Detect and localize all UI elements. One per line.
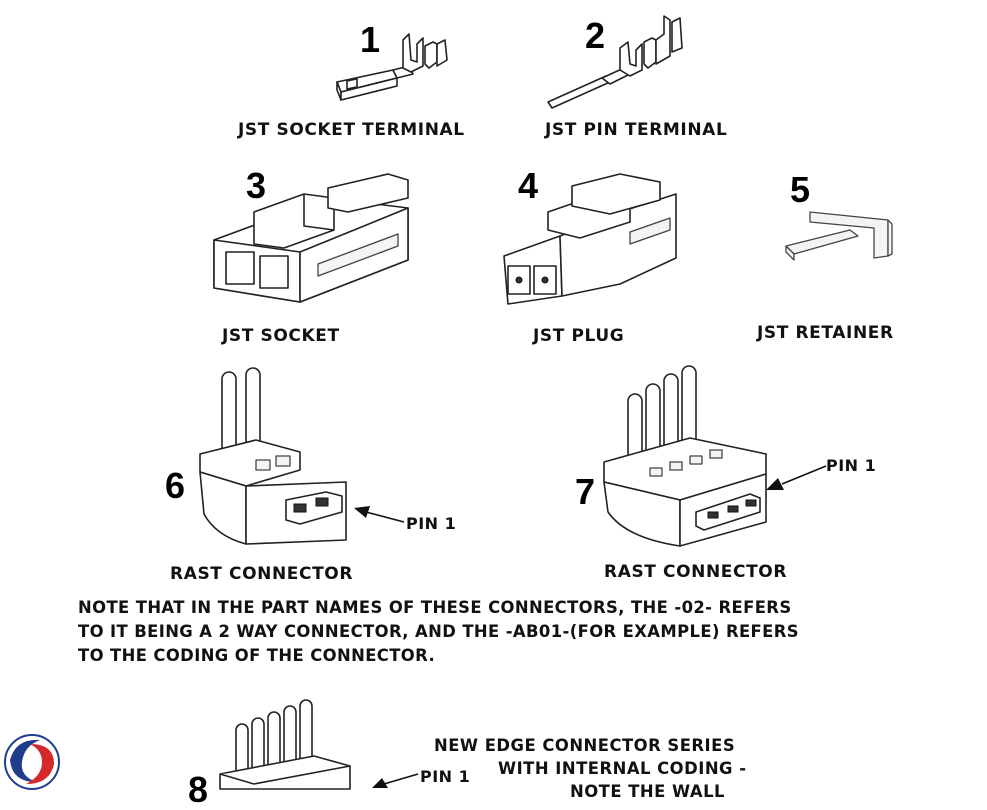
edge-connector-drawing bbox=[214, 696, 354, 789]
part-6-number: 6 bbox=[165, 465, 186, 506]
part-6-label: RAST CONNECTOR bbox=[170, 564, 354, 584]
part-3-label: JST SOCKET bbox=[222, 326, 340, 346]
part-6-pin1-label: PIN 1 bbox=[406, 514, 457, 533]
jst-retainer-drawing bbox=[780, 196, 900, 266]
part-3-number: 3 bbox=[246, 165, 267, 206]
jst-socket-terminal-drawing bbox=[333, 30, 453, 108]
edge-note-line-2: WITH INTERNAL CODING - bbox=[498, 759, 747, 778]
part-4-label: JST PLUG bbox=[533, 326, 625, 346]
part-7-label: RAST CONNECTOR bbox=[604, 562, 788, 582]
part-1-number: 1 bbox=[360, 19, 381, 60]
edge-note-line-3: NOTE THE WALL bbox=[570, 782, 725, 801]
pin1-arrow-icon bbox=[372, 770, 420, 788]
part-7-number: 7 bbox=[575, 471, 596, 512]
connector-diagram-page: 1 JST SOCKET TERMINAL 2 JST PIN TERMINAL… bbox=[0, 0, 958, 808]
note-line-1: NOTE THAT IN THE PART NAMES OF THESE CON… bbox=[78, 598, 792, 617]
part-5-label: JST RETAINER bbox=[757, 323, 894, 343]
jst-plug-drawing bbox=[500, 172, 690, 312]
part-5-number: 5 bbox=[790, 169, 811, 210]
part-2-label: JST PIN TERMINAL bbox=[545, 120, 728, 140]
pin1-arrow-icon bbox=[766, 460, 828, 490]
pin1-arrow-icon bbox=[354, 506, 406, 530]
part-4-number: 4 bbox=[518, 165, 539, 206]
swirl-logo-icon bbox=[2, 730, 62, 789]
note-line-2: TO IT BEING A 2 WAY CONNECTOR, AND THE -… bbox=[78, 622, 799, 641]
part-2-number: 2 bbox=[585, 15, 606, 56]
rast-connector-4pin-drawing bbox=[600, 362, 780, 552]
rast-connector-2pin-drawing bbox=[196, 364, 366, 556]
part-8-pin1-label: PIN 1 bbox=[420, 767, 471, 786]
edge-note-line-1: NEW EDGE CONNECTOR SERIES bbox=[434, 736, 736, 755]
part-8-number: 8 bbox=[188, 769, 209, 810]
jst-pin-terminal-drawing bbox=[544, 12, 694, 112]
part-7-pin1-label: PIN 1 bbox=[826, 456, 877, 475]
jst-socket-drawing bbox=[208, 168, 418, 312]
note-line-3: TO THE CODING OF THE CONNECTOR. bbox=[78, 646, 436, 665]
part-1-label: JST SOCKET TERMINAL bbox=[238, 120, 465, 140]
coding-note: NOTE THAT IN THE PART NAMES OF THESE CON… bbox=[78, 596, 958, 668]
